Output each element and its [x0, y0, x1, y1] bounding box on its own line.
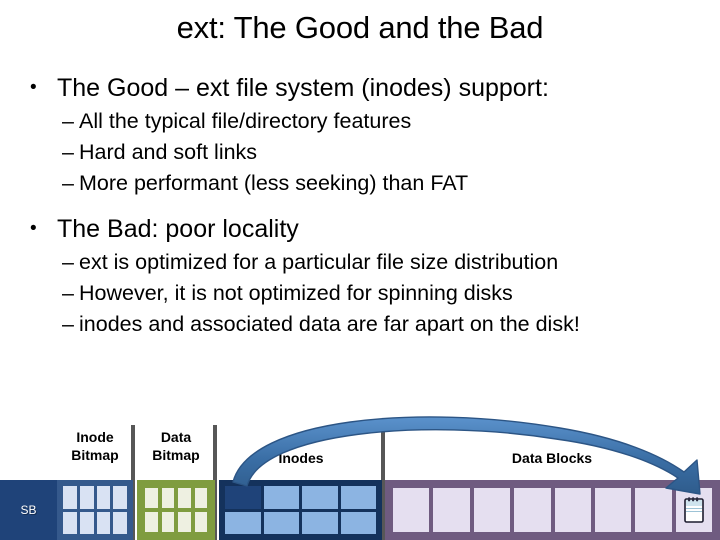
dash-glyph: – — [62, 171, 74, 195]
segment-label-line2: Bitmap — [71, 447, 119, 463]
bullet-level2-text: All the typical file/directory features — [79, 109, 412, 133]
disk-layout-diagram: Inode Bitmap Data Bitmap Inodes Data Blo… — [0, 400, 720, 540]
data-block-cell[interactable] — [473, 488, 511, 532]
data-block-cell[interactable] — [514, 488, 551, 532]
bitmap-cell[interactable] — [79, 486, 94, 509]
bullet-level2-text: However, it is not optimized for spinnin… — [79, 281, 513, 305]
bitmap-cell[interactable] — [63, 511, 77, 534]
inode-cell[interactable] — [340, 486, 376, 509]
spacer — [0, 199, 720, 213]
bullet-level2: –ext is optimized for a particular file … — [0, 247, 720, 278]
inode-cell[interactable] — [302, 486, 338, 509]
divider-line — [213, 425, 217, 540]
bitmap-cell[interactable] — [178, 512, 191, 532]
bitmap-cell[interactable] — [79, 511, 94, 534]
data-block-cell[interactable] — [594, 488, 632, 532]
slide-body: • The Good – ext file system (inodes) su… — [0, 72, 720, 340]
bitmap-cell[interactable] — [194, 512, 207, 532]
dash-glyph: – — [62, 312, 74, 336]
superblock-block[interactable]: SB — [0, 480, 57, 540]
segment-label-data-bitmap: Data Bitmap — [139, 428, 213, 464]
dash-glyph: – — [62, 281, 74, 305]
dash-glyph: – — [62, 109, 74, 133]
bitmap-cell[interactable] — [161, 512, 174, 532]
bullet-level2: –More performant (less seeking) than FAT — [0, 168, 720, 199]
bullet-level1: • The Good – ext file system (inodes) su… — [0, 72, 720, 104]
bullet-dot-icon: • — [30, 77, 37, 98]
data-bitmap-strip[interactable] — [137, 480, 215, 540]
segment-label-inodes: Inodes — [278, 450, 324, 466]
inode-cell[interactable] — [263, 486, 299, 509]
bullet-level2-text: inodes and associated data are far apart… — [79, 312, 580, 336]
bullet-level1-text: The Bad: poor locality — [57, 215, 299, 243]
segment-label-line1: Data — [160, 429, 192, 445]
inodes-strip[interactable] — [219, 480, 382, 540]
data-block-cell[interactable] — [635, 488, 672, 532]
bitmap-cell[interactable] — [113, 511, 127, 534]
bitmap-cell[interactable] — [113, 486, 127, 509]
bitmap-cell[interactable] — [96, 486, 111, 509]
data-blocks-strip[interactable] — [385, 480, 720, 540]
bullet-level1-text: The Good – ext file system (inodes) supp… — [57, 74, 549, 102]
inode-cell[interactable] — [263, 511, 299, 534]
page-title: ext: The Good and the Bad — [176, 10, 544, 45]
inode-cell[interactable] — [340, 511, 376, 534]
segment-label-line1: Inode — [76, 429, 114, 445]
dash-glyph: – — [62, 250, 74, 274]
segment-label-inode-bitmap: Inode Bitmap — [57, 428, 133, 464]
inode-cell-used[interactable] — [225, 486, 261, 509]
bitmap-cell[interactable] — [194, 488, 207, 508]
bitmap-cell[interactable] — [96, 511, 111, 534]
bitmap-cell[interactable] — [145, 512, 158, 532]
data-block-cell[interactable] — [393, 488, 430, 532]
bullet-level2-text: Hard and soft links — [79, 140, 258, 164]
inode-cell[interactable] — [225, 511, 261, 534]
bitmap-cell[interactable] — [63, 486, 77, 509]
bullet-level2: –However, it is not optimized for spinni… — [0, 278, 720, 309]
segment-label-data-blocks: Data Blocks — [511, 450, 593, 466]
data-block-cell[interactable] — [433, 488, 470, 532]
divider-line — [131, 425, 135, 540]
bitmap-cell[interactable] — [178, 488, 191, 508]
inode-cell[interactable] — [302, 511, 338, 534]
bullet-level1: • The Bad: poor locality — [0, 213, 720, 245]
bitmap-cell[interactable] — [161, 488, 174, 508]
bullet-level2: –inodes and associated data are far apar… — [0, 309, 720, 340]
segment-label-line2: Bitmap — [152, 447, 200, 463]
data-block-cell-with-file[interactable] — [675, 488, 712, 532]
dash-glyph: – — [62, 140, 74, 164]
bullet-level2: –Hard and soft links — [0, 137, 720, 168]
inode-bitmap-strip[interactable] — [57, 480, 133, 540]
data-block-cell[interactable] — [554, 488, 591, 532]
bullet-dot-icon: • — [30, 218, 37, 239]
bitmap-cell[interactable] — [145, 488, 158, 508]
bullet-level2-text: ext is optimized for a particular file s… — [79, 250, 559, 274]
bullet-level2-text: More performant (less seeking) than FAT — [79, 171, 469, 195]
notepad-icon — [684, 497, 704, 523]
bullet-level2: –All the typical file/directory features — [0, 106, 720, 137]
